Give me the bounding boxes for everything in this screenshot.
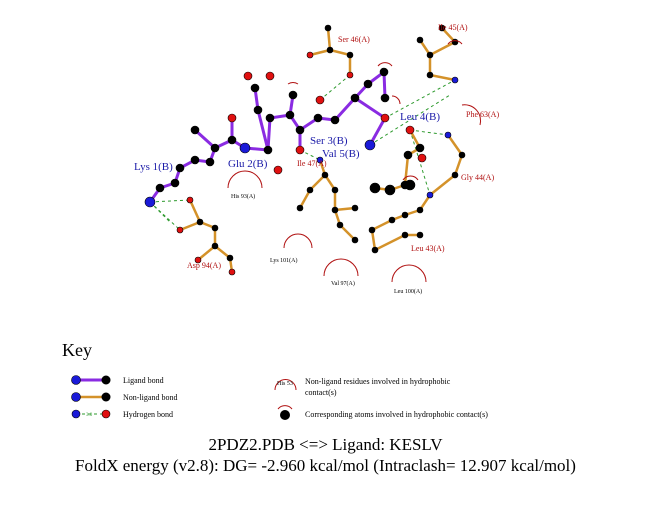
hydrophobic-arcs bbox=[227, 40, 482, 283]
neighbour-residue-labels: Ser 46(A) Ile 45(A) Phe 63(A) Gly 44(A) … bbox=[187, 23, 499, 270]
key-nonligand-hydrophobic-label-2: contact(s) bbox=[305, 388, 337, 397]
key-labels: Ligand bond Non-ligand bond Hydrogen bon… bbox=[123, 376, 488, 419]
key-ligand-atom-blue bbox=[71, 375, 81, 385]
residue-label-ile45: Ile 45(A) bbox=[438, 23, 468, 32]
key-nonligand-hydrophobic-label-1: Non-ligand residues involved in hydropho… bbox=[305, 377, 451, 386]
residue-label-ile47: Ile 47(A) bbox=[297, 159, 327, 168]
ligand-bonds bbox=[148, 70, 387, 204]
key-ligand-atom-black bbox=[101, 375, 111, 385]
key-ligand-bond-label: Ligand bond bbox=[123, 376, 164, 385]
residue-label-ser46: Ser 46(A) bbox=[338, 35, 370, 44]
ligand-residue-labels: Lys 1(B) Glu 2(B) Ser 3(B) Leu 4(B) Val … bbox=[134, 111, 440, 173]
key-hydrophobic-arc bbox=[274, 379, 297, 391]
caption-ligand-line: 2PDZ2.PDB <=> Ligand: KESLV bbox=[208, 435, 443, 454]
hydrogen-bonds bbox=[149, 74, 456, 231]
ligand-label-lys1: Lys 1(B) bbox=[134, 161, 173, 173]
ligand-label-ser3: Ser 3(B) bbox=[310, 135, 348, 147]
residue-label-asp94: Asp 94(A) bbox=[187, 261, 221, 270]
key-his-label: His 53 bbox=[277, 381, 293, 387]
ligand-atoms bbox=[144, 67, 427, 208]
key-title: Key bbox=[62, 340, 92, 360]
key-hbond-length: 3.0 bbox=[86, 413, 93, 418]
key-symbols: 3.0 His 53 bbox=[71, 375, 297, 420]
ligand-label-val5: Val 5(B) bbox=[322, 148, 360, 160]
residue-label-gly44: Gly 44(A) bbox=[461, 173, 494, 182]
ligand-label-leu4: Leu 4(B) bbox=[400, 111, 440, 123]
key-corresponding-atoms-label: Corresponding atoms involved in hydropho… bbox=[305, 410, 488, 419]
caption-energy-line: FoldX energy (v2.8): DG= -2.960 kcal/mol… bbox=[75, 456, 576, 475]
ligand-label-glu2: Glu 2(B) bbox=[228, 158, 268, 170]
residue-label-leu43: Leu 43(A) bbox=[411, 244, 445, 253]
hydrophobic-residue-labels: His 93(A) Lys 101(A) Val 97(A) Leu 100(A… bbox=[231, 193, 422, 295]
non-ligand-atoms bbox=[176, 24, 466, 276]
key-hydrophobic-atom bbox=[280, 410, 290, 420]
residue-label-his93: His 93(A) bbox=[231, 193, 255, 200]
key-non-ligand-bond-label: Non-ligand bond bbox=[123, 393, 177, 402]
residue-label-val97: Val 97(A) bbox=[331, 280, 355, 287]
residue-label-phe63: Phe 63(A) bbox=[466, 110, 499, 119]
key-hydrogen-bond-label: Hydrogen bond bbox=[123, 410, 173, 419]
residue-label-lys101: Lys 101(A) bbox=[270, 257, 298, 264]
residue-label-leu100: Leu 100(A) bbox=[394, 288, 422, 295]
